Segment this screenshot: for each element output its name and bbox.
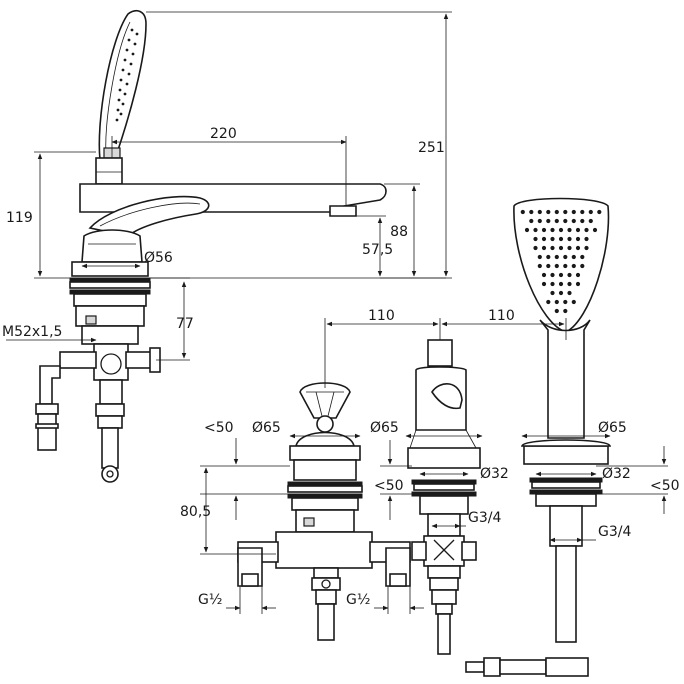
dim-57-5: 57,5 bbox=[362, 242, 393, 258]
dim-lt50-left: <50 bbox=[204, 420, 234, 436]
dim-119: 119 bbox=[6, 210, 33, 226]
dim-32-middle: Ø32 bbox=[480, 466, 509, 482]
dim-56: Ø56 bbox=[144, 250, 173, 266]
dim-g34-middle: G3/4 bbox=[468, 510, 501, 526]
shower-holes-small bbox=[115, 28, 139, 122]
dim-g12-left: G½ bbox=[198, 592, 222, 608]
dim-g12-right: G½ bbox=[346, 592, 370, 608]
dim-88: 88 bbox=[390, 224, 408, 240]
dim-g34-right: G3/4 bbox=[598, 524, 631, 540]
dim-lt50-right: <50 bbox=[650, 478, 680, 494]
dim-220: 220 bbox=[210, 126, 237, 142]
diverter-valve bbox=[407, 339, 589, 677]
dim-77: 77 bbox=[176, 316, 194, 332]
dimension-labels: 220 251 119 88 57,5 Ø56 77 M52x1,5 110 1… bbox=[2, 126, 680, 608]
dim-65-left: Ø65 bbox=[252, 420, 281, 436]
dim-80-5: 80,5 bbox=[180, 504, 211, 520]
dim-65-middle: Ø65 bbox=[370, 420, 399, 436]
dim-lt50-middle: <50 bbox=[374, 478, 404, 494]
dim-32-right: Ø32 bbox=[602, 466, 631, 482]
dim-65-right: Ø65 bbox=[598, 420, 627, 436]
dim-m52: M52x1,5 bbox=[2, 324, 62, 340]
spout-assembly bbox=[35, 10, 387, 483]
dim-251: 251 bbox=[418, 140, 445, 156]
dim-110-right: 110 bbox=[488, 308, 515, 324]
shower-holes-large bbox=[520, 209, 602, 314]
dimension-lines bbox=[6, 11, 668, 614]
mixer-valve bbox=[237, 382, 411, 641]
hand-shower bbox=[513, 197, 612, 643]
dim-110-left: 110 bbox=[368, 308, 395, 324]
